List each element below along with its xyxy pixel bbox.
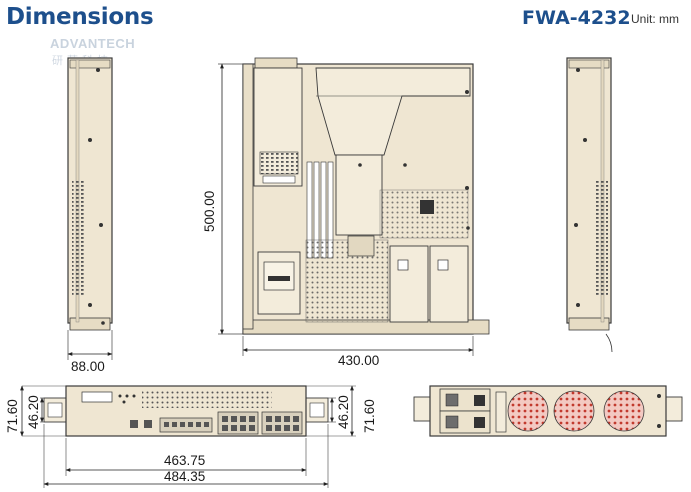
model-name: FWA-4232: [522, 7, 631, 29]
dim-front-inner-width: 463.75: [164, 453, 205, 468]
right-side-view: [566, 57, 613, 353]
fan-3: [603, 390, 645, 432]
dim-height-inner-right: 46.20: [336, 395, 351, 429]
front-view: [20, 385, 356, 488]
advantech-watermark: ADVANTECH: [50, 36, 136, 51]
dim-height-outer-right: 71.60: [362, 399, 377, 433]
page-title: Dimensions: [6, 4, 154, 30]
side-vent-grille-right: [594, 180, 608, 296]
left-side-view: [67, 57, 113, 360]
side-vent-grille: [72, 180, 86, 296]
fan-1: [507, 390, 549, 432]
rear-view: [413, 385, 683, 437]
unit-label: Unit: mm: [631, 12, 679, 26]
dim-depth: 500.00: [202, 191, 217, 232]
dim-top-width: 430.00: [338, 353, 379, 368]
dim-height-inner-left: 46.20: [26, 395, 41, 429]
top-view: [218, 57, 490, 356]
dim-side-width: 88.00: [71, 359, 105, 374]
dim-front-outer-width: 484.35: [164, 469, 205, 484]
dim-height-outer-left: 71.60: [5, 399, 20, 433]
fan-2: [553, 390, 595, 432]
